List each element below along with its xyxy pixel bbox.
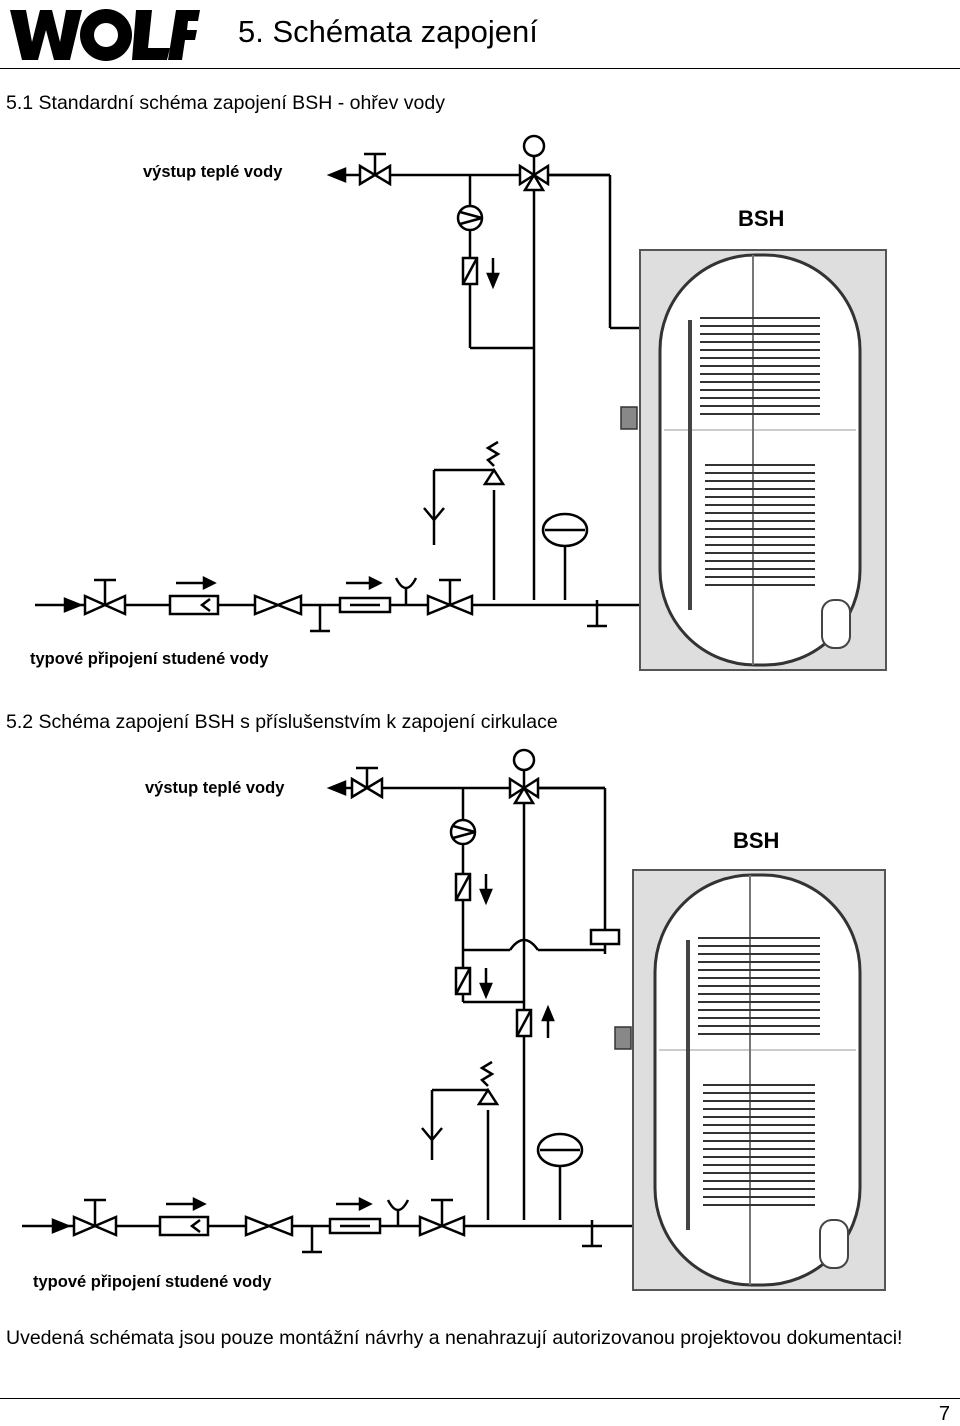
tank-label-2: BSH (733, 828, 779, 853)
cold-water-connection-label: typové připojení studené vody (30, 650, 269, 668)
wiring-diagram-circulation: BSH (22, 748, 886, 1291)
page-number: 7 (938, 1403, 950, 1425)
header-rule (0, 68, 960, 69)
bsh-tank-illustration-2 (614, 869, 886, 1291)
section-title-5-1: 5.1 Standardní schéma zapojení BSH - ohř… (6, 92, 445, 114)
hot-water-outlet-label-2: výstup teplé vody (145, 779, 285, 797)
wolf-logo (10, 9, 200, 61)
page-title: 5. Schémata zapojení (238, 14, 538, 49)
hot-water-outlet-label: výstup teplé vody (143, 163, 283, 181)
tank-label: BSH (738, 206, 784, 231)
cold-water-connection-label-2: typové připojení studené vody (33, 1273, 272, 1291)
footer-rule (0, 1398, 960, 1399)
bsh-tank-illustration (620, 249, 887, 671)
installation-note: Uvedená schémata jsou pouze montážní náv… (6, 1327, 903, 1349)
wiring-diagram-standard: BSH (35, 134, 887, 671)
section-title-5-2: 5.2 Schéma zapojení BSH s příslušenstvím… (6, 711, 558, 733)
